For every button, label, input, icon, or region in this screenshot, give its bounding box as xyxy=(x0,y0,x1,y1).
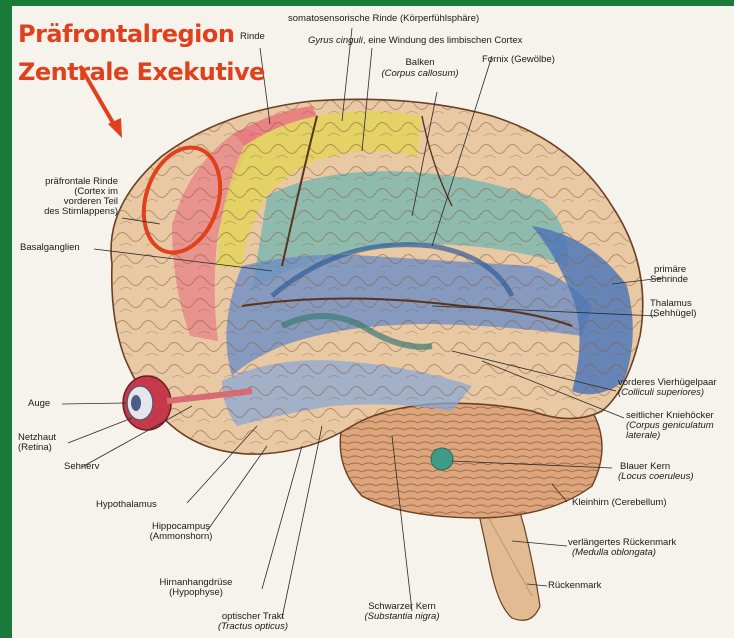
label-thalamus-2: (Sehhügel) xyxy=(650,309,696,320)
label-verl-rueckenmark-2: (Medulla oblongata) xyxy=(572,548,656,559)
label-rueckenmark: Rückenmark xyxy=(548,581,601,592)
label-hypothalamus: Hypothalamus xyxy=(96,500,157,511)
label-balken-latin: (Corpus callosum) xyxy=(367,69,473,80)
label-basalganglien: Basalganglien xyxy=(20,243,80,254)
label-primaere-2: Sehrinde xyxy=(650,275,688,286)
label-rinde: Rinde xyxy=(240,32,265,43)
label-sehnerv: Sehnerv xyxy=(64,462,99,473)
label-schwarzer-kern-2: (Substantia nigra) xyxy=(356,612,448,623)
highlight-title-2: Zentrale Exekutive xyxy=(18,58,265,86)
label-praefrontal-4: des Stirnlappens) xyxy=(16,207,118,218)
label-netzhaut-2: (Retina) xyxy=(18,443,52,454)
label-hippocampus-2: (Ammonshorn) xyxy=(138,532,224,543)
label-kniehoecker-3: laterale) xyxy=(626,431,660,442)
label-optischer-trakt-2: (Tractus opticus) xyxy=(208,622,298,633)
label-hirnanhang-2: (Hypophyse) xyxy=(150,588,242,599)
label-vierhuegel-2: (Colliculi superiores) xyxy=(618,388,704,399)
label-somatosensorisch: somatosensorische Rinde (Körperfühlsphär… xyxy=(288,14,479,25)
label-kleinhirn: Kleinhirn (Cerebellum) xyxy=(572,498,667,509)
label-auge: Auge xyxy=(28,399,50,410)
diagram-panel: Präfrontalregion Zentrale Exekutive Rind… xyxy=(12,6,734,638)
label-balken: Balken xyxy=(384,58,456,69)
label-blauer-kern-2: (Locus coeruleus) xyxy=(618,472,694,483)
label-fornix: Fornix (Gewölbe) xyxy=(482,55,555,66)
label-gyrus-cinguli: Gyrus cinguli, eine Windung des limbisch… xyxy=(308,36,522,47)
locus-coeruleus xyxy=(431,448,453,470)
highlight-title-1: Präfrontalregion xyxy=(18,20,234,48)
